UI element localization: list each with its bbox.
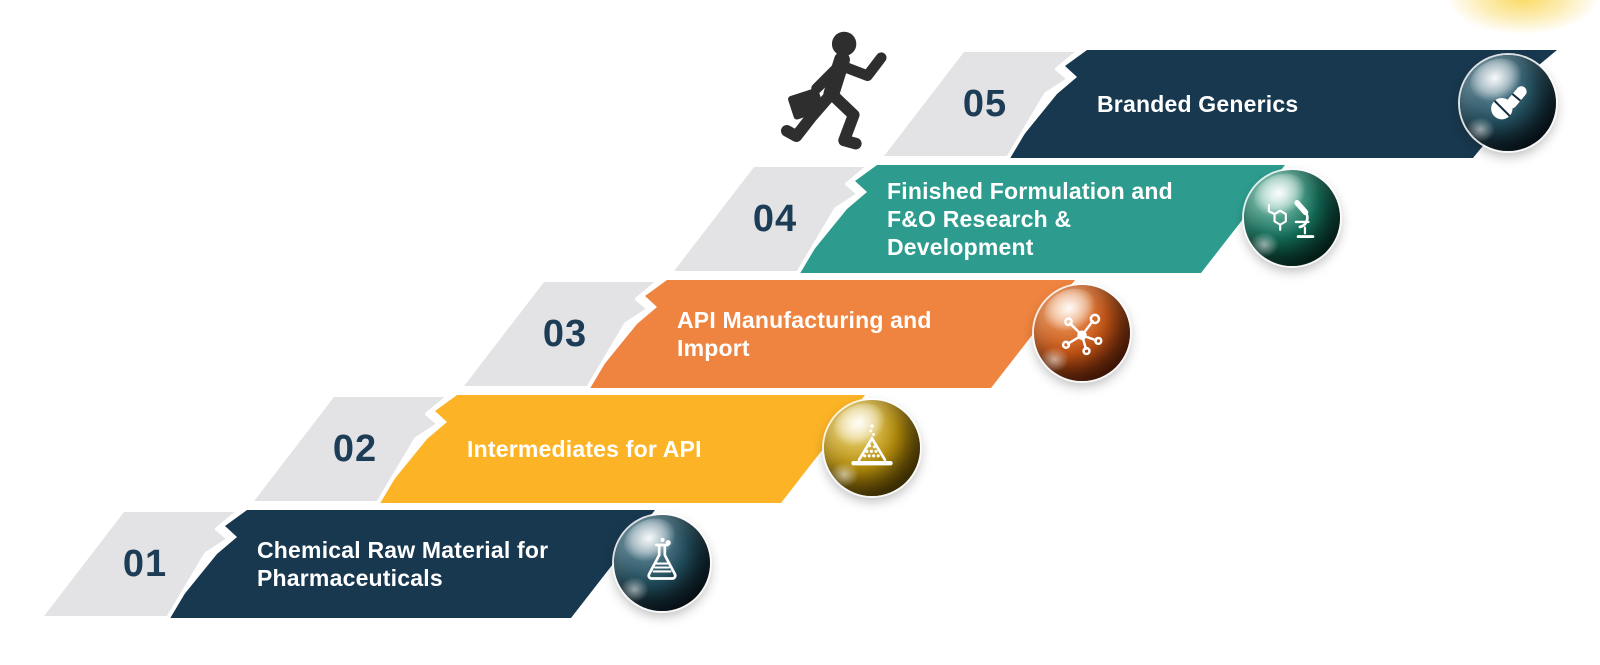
step-number-plate bbox=[668, 163, 872, 275]
step-01-shapes bbox=[38, 508, 655, 620]
step-icon-sphere bbox=[614, 515, 710, 611]
step-icon-sphere bbox=[1034, 285, 1130, 381]
step-bar-shape bbox=[585, 280, 1075, 388]
step-02: 02 Intermediates for API bbox=[248, 393, 1030, 505]
molecule-icon bbox=[1061, 313, 1103, 356]
microscope-icon bbox=[1267, 200, 1315, 239]
step-02-shapes bbox=[248, 393, 865, 505]
step-number: 05 bbox=[962, 82, 1008, 125]
person-figure bbox=[781, 31, 887, 150]
sand-filter-icon bbox=[851, 424, 893, 466]
step-number: 04 bbox=[752, 197, 798, 240]
step-number-plate bbox=[458, 278, 662, 390]
step-number-plate bbox=[38, 508, 242, 620]
sun-glow-decoration bbox=[1448, 0, 1598, 34]
step-bar-shape bbox=[795, 165, 1285, 273]
step-05-shapes bbox=[878, 48, 1557, 160]
step-03-shapes bbox=[458, 278, 1075, 390]
step-03: 03 API Manufacturing and Import bbox=[458, 278, 1240, 390]
step-bar-shape bbox=[375, 395, 865, 503]
step-bar-shape bbox=[165, 510, 655, 618]
step-bar-shape bbox=[1005, 50, 1557, 158]
flask-icon bbox=[647, 537, 677, 580]
step-01: 01 Chemical Raw Material for Pharmaceuti… bbox=[38, 508, 820, 620]
step-label: Branded Generics bbox=[1097, 91, 1299, 117]
step-icon-sphere bbox=[1244, 170, 1340, 266]
step-icon-sphere bbox=[1460, 55, 1556, 151]
step-05: 05 Branded Generics bbox=[878, 48, 1600, 160]
step-icon-sphere bbox=[824, 400, 920, 496]
step-04: 04 Finished Formulation and F&O Research… bbox=[668, 163, 1450, 275]
step-number: 01 bbox=[122, 542, 168, 585]
step-number: 03 bbox=[542, 312, 588, 355]
step-label: Intermediates for API bbox=[467, 436, 702, 462]
step-number: 02 bbox=[332, 427, 378, 470]
step-number-plate bbox=[248, 393, 452, 505]
businessman-running-figure bbox=[777, 28, 891, 154]
step-label: API Manufacturing and Import bbox=[677, 307, 932, 361]
step-04-shapes bbox=[668, 163, 1285, 275]
businessman-running-icon bbox=[772, 28, 912, 168]
step-label: Chemical Raw Material for Pharmaceutical… bbox=[257, 537, 549, 591]
step-number-plate bbox=[878, 48, 1082, 160]
step-label: Finished Formulation and F&O Research & … bbox=[887, 178, 1173, 260]
pills-icon bbox=[1491, 86, 1527, 120]
